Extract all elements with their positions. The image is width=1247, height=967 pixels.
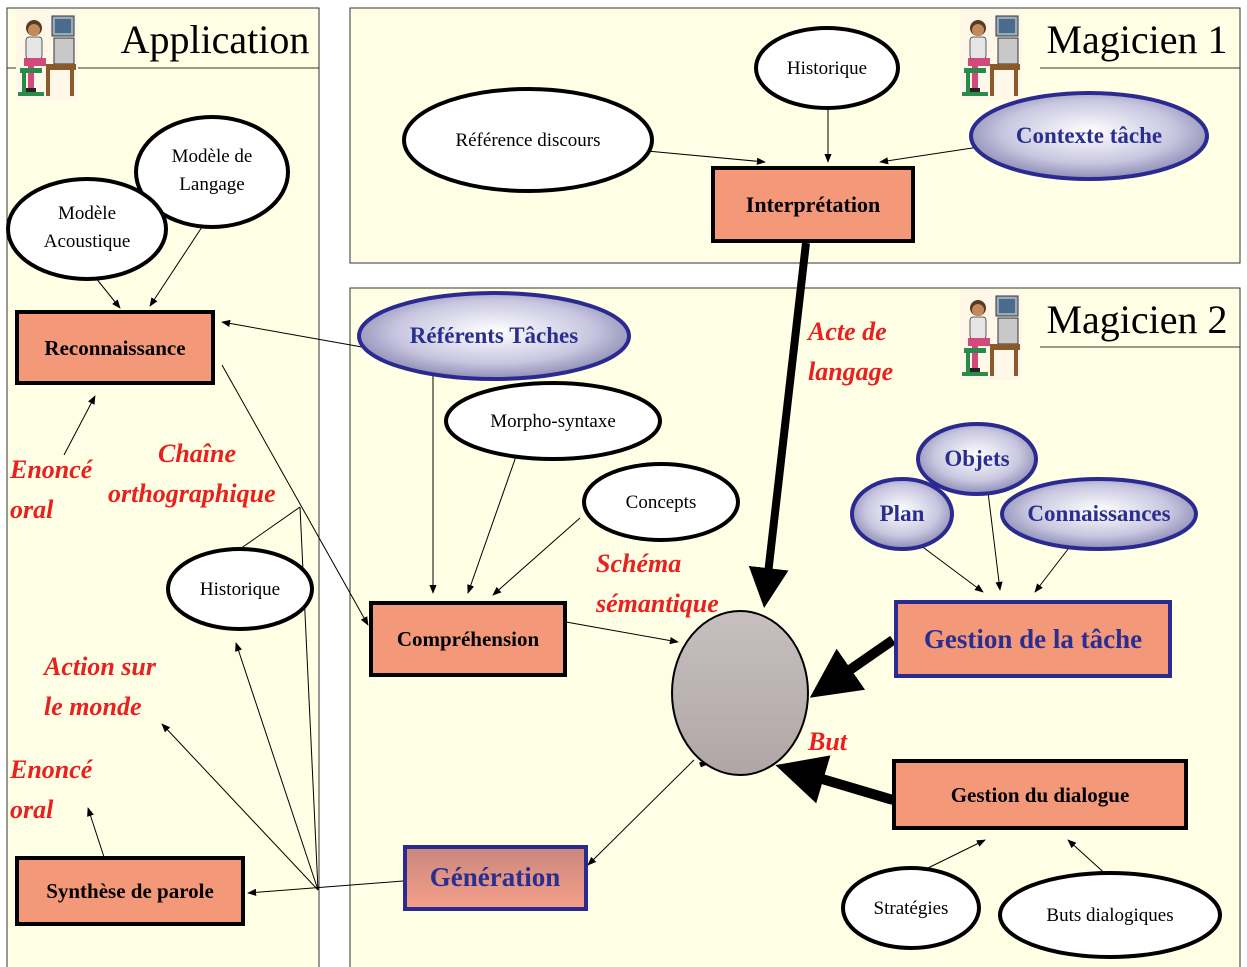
ellipse-label: Référence discours: [455, 130, 600, 151]
label-enonce-oral-top: oral: [10, 495, 54, 524]
ellipse-label: Connaissances: [1027, 501, 1170, 526]
ellipse-plan: [850, 477, 954, 551]
label-but: But: [807, 727, 848, 756]
ellipse-label: Acoustique: [44, 231, 131, 252]
label-acte-de-langage: langage: [808, 357, 893, 386]
ellipse-historique-left: [166, 547, 314, 631]
box-label: Compréhension: [397, 627, 540, 651]
box-comprehension: Compréhension: [369, 601, 567, 677]
label-chaine-orthographique: orthographique: [108, 479, 276, 508]
label-chaine-orthographique: Chaîne: [158, 439, 236, 468]
ellipse-label: Plan: [880, 501, 925, 526]
panel-title-magicien2: Magicien 2: [1046, 297, 1227, 342]
ellipse-label: Historique: [200, 579, 280, 600]
ellipse-label: Modèle: [58, 203, 116, 224]
ellipse-label: Stratégies: [874, 898, 949, 919]
ellipse-historique-top: [754, 26, 900, 110]
ellipse-label: Historique: [787, 58, 867, 79]
ellipse-concepts: [582, 462, 740, 542]
ellipse-label: Langage: [179, 174, 244, 195]
ellipse-buts-dialogiques: [998, 871, 1222, 959]
ellipse-label: Buts dialogiques: [1046, 905, 1173, 926]
box-label: Interprétation: [746, 192, 880, 217]
box-reconnaissance: Reconnaissance: [15, 310, 215, 385]
ellipse-label: Objets: [944, 446, 1009, 471]
box-interpretation: Interprétation: [711, 166, 915, 243]
panel-title-magicien1: Magicien 1: [1046, 17, 1227, 62]
box-label: Synthèse de parole: [46, 879, 214, 903]
label-enonce-oral-top: Enoncé: [9, 455, 94, 484]
ellipse-reference-discours: [402, 87, 654, 193]
label-enonce-oral-bottom: oral: [10, 795, 54, 824]
label-acte-de-langage: Acte de: [806, 317, 887, 346]
ellipse-referents-taches: [357, 291, 631, 381]
ellipse-contexte-tache: [969, 91, 1209, 181]
box-gestion-tache: Gestion de la tâche: [894, 600, 1172, 678]
ellipse-strategies: [841, 866, 981, 950]
label-enonce-oral-bottom: Enoncé: [9, 755, 94, 784]
box-gestion-dialogue: Gestion du dialogue: [892, 759, 1188, 830]
ellipse-modele-acoustique: [6, 177, 168, 281]
ellipse-label: Concepts: [626, 492, 697, 513]
ellipse-label: Référents Tâches: [410, 323, 578, 348]
ellipse-connaissances: [1000, 477, 1198, 551]
box-synthese: Synthèse de parole: [15, 856, 245, 926]
label-action-sur-le-monde: Action sur: [42, 652, 157, 681]
ellipse-morpho-syntaxe: [444, 381, 662, 461]
ellipse-objets: [916, 422, 1038, 496]
box-generation: Génération: [403, 845, 588, 911]
label-action-sur-le-monde: le monde: [44, 692, 142, 721]
ellipse-modele-langage: [134, 115, 290, 229]
panel-title-application: Application: [121, 17, 310, 62]
label-schema-semantique: sémantique: [595, 589, 719, 618]
ellipse-label: Contexte tâche: [1016, 123, 1162, 148]
box-label: Gestion de la tâche: [924, 624, 1142, 654]
user-at-computer-icon: [959, 9, 1023, 101]
box-label: Génération: [430, 862, 560, 892]
user-at-computer-icon: [959, 289, 1023, 381]
ellipse-label: Modèle de: [172, 146, 253, 167]
user-at-computer-icon: [15, 9, 79, 101]
ellipse-label: Morpho-syntaxe: [490, 411, 616, 432]
box-label: Reconnaissance: [44, 336, 185, 360]
thick-arrows: [699, 242, 896, 805]
central-hub-node: [671, 610, 809, 776]
label-schema-semantique: Schéma: [596, 549, 681, 578]
box-label: Gestion du dialogue: [951, 783, 1130, 807]
